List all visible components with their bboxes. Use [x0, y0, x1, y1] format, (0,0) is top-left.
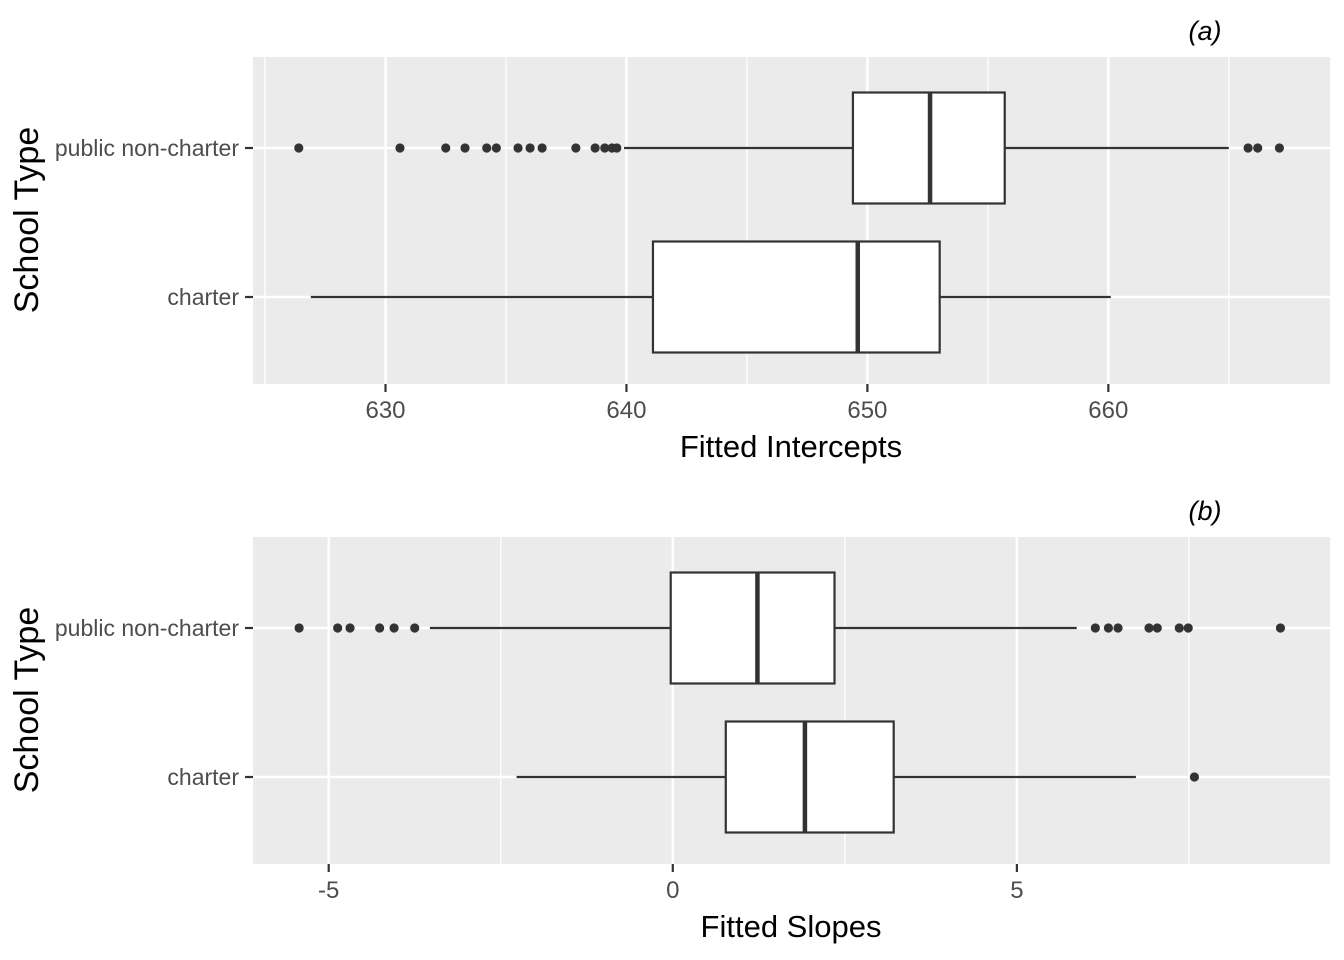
outlier-point [1144, 623, 1154, 633]
outlier-point [333, 623, 343, 633]
outlier-point [590, 143, 600, 153]
outlier-point [1275, 623, 1286, 633]
y-tick-label: public non-charter [55, 135, 239, 161]
chart-a-x-axis-title: Fitted Intercepts [680, 429, 902, 464]
x-tick-label: 630 [365, 397, 405, 424]
outlier-point [1243, 143, 1253, 153]
chart-b-fitted-slopes: -5 0 5 public non-charter charter (b) Fitted… [8, 496, 1330, 944]
outlier-point [410, 623, 420, 633]
chart-b-panel-tag: (b) [1189, 496, 1222, 526]
outlier-point [1274, 143, 1285, 153]
chart-b-x-axis-title: Fitted Slopes [701, 909, 882, 944]
chart-b-plot-area: -5 0 5 public non-charter charter [55, 537, 1330, 904]
outlier-point [571, 143, 581, 153]
outlier-point [600, 143, 610, 153]
y-tick-label: charter [167, 764, 239, 790]
outlier-point [294, 623, 304, 633]
outlier-point [1152, 623, 1162, 633]
outlier-point [294, 143, 304, 153]
chart-a-y-axis-title: School Type [8, 127, 46, 314]
box [651, 240, 941, 354]
outlier-point [345, 623, 355, 633]
box [669, 571, 836, 685]
outlier-point [1103, 623, 1114, 633]
outlier-point [1174, 623, 1184, 633]
outlier-point [612, 143, 622, 153]
x-tick-label: 640 [606, 397, 646, 424]
outlier-point [1113, 623, 1123, 633]
x-tick-label: 5 [1010, 877, 1023, 904]
outlier-point [441, 143, 451, 153]
outlier-point [513, 143, 523, 153]
outlier-point [1090, 623, 1100, 633]
outlier-point [537, 143, 547, 153]
chart-a-panel-tag: (a) [1189, 16, 1222, 46]
outlier-point [525, 143, 535, 153]
x-tick-label: -5 [318, 877, 339, 904]
outlier-point [1183, 623, 1193, 633]
y-tick-label: charter [167, 284, 239, 310]
outlier-point [1189, 772, 1200, 782]
outlier-point [389, 623, 399, 633]
x-tick-label: 650 [847, 397, 887, 424]
outlier-point [395, 143, 405, 153]
outlier-point [482, 143, 492, 153]
outlier-point [491, 143, 501, 153]
outlier-point [1253, 143, 1263, 153]
chart-a-fitted-intercepts: 630 640 650 660 public non-charter charter (a… [8, 16, 1330, 464]
chart-a-plot-area: 630 640 650 660 public non-charter charter [55, 57, 1330, 424]
outlier-point [460, 143, 470, 153]
x-tick-label: 0 [666, 877, 679, 904]
x-tick-label: 660 [1088, 397, 1128, 424]
y-tick-label: public non-charter [55, 615, 239, 641]
box [724, 720, 895, 834]
chart-b-y-axis-title: School Type [8, 607, 46, 794]
outlier-point [375, 623, 385, 633]
